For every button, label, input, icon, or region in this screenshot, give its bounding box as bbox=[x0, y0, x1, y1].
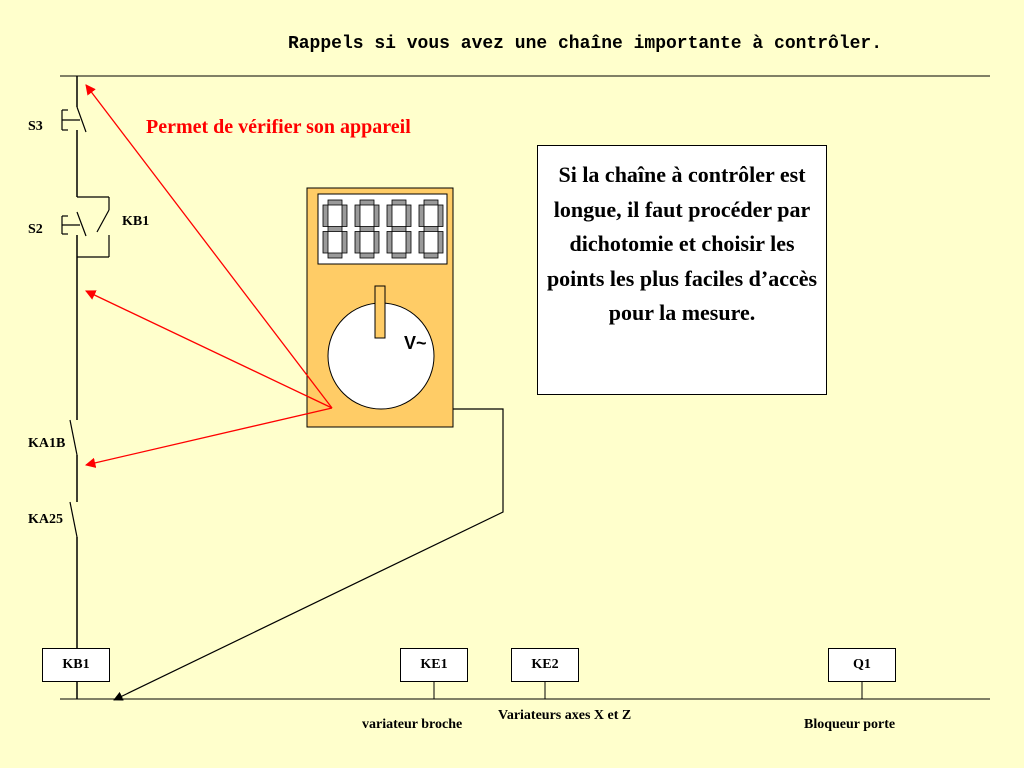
display-segment bbox=[386, 204, 393, 227]
display-segment bbox=[386, 231, 393, 254]
multimeter bbox=[306, 187, 454, 428]
coil-ke2: KE2 bbox=[511, 648, 579, 682]
ka-contacts-symbol bbox=[69, 419, 78, 538]
display-segment bbox=[354, 204, 361, 227]
s3-pushbutton-symbol bbox=[61, 106, 87, 133]
display-segment bbox=[437, 204, 444, 227]
display-segment bbox=[322, 204, 329, 227]
contact-label-s3: S3 bbox=[28, 119, 43, 134]
check-arrows bbox=[84, 84, 333, 468]
display-segment bbox=[359, 199, 375, 206]
display-segment bbox=[418, 204, 425, 227]
multimeter-mode-label: V~ bbox=[404, 333, 427, 353]
dichotomy-note: Si la chaîne à contrôler est longue, il … bbox=[537, 145, 827, 395]
display-segment bbox=[373, 204, 380, 227]
display-segment bbox=[391, 252, 407, 259]
display-segment bbox=[341, 231, 348, 254]
dial-pointer bbox=[374, 285, 386, 339]
caption-variateur-broche: variateur broche bbox=[362, 717, 463, 732]
caption-bloqueur-porte: Bloqueur porte bbox=[804, 717, 896, 732]
display-segment bbox=[354, 231, 361, 254]
display-segment bbox=[327, 226, 343, 232]
display-segment bbox=[322, 231, 329, 254]
display-digits bbox=[322, 199, 444, 259]
coil-kb1: KB1 bbox=[42, 648, 110, 682]
display-segment bbox=[359, 226, 375, 232]
display-segment bbox=[373, 231, 380, 254]
s2-kb1-contacts-symbol bbox=[61, 196, 110, 258]
display-segment bbox=[391, 226, 407, 232]
arrow-to-s2 bbox=[85, 290, 333, 409]
probe-lead bbox=[113, 408, 504, 701]
display-segment bbox=[437, 231, 444, 254]
coil-wires bbox=[433, 682, 863, 699]
display-segment bbox=[423, 226, 439, 232]
coil-q1: Q1 bbox=[828, 648, 896, 682]
display-segment bbox=[359, 252, 375, 259]
display-segment bbox=[327, 252, 343, 259]
caption-variateurs-axes: Variateurs axes X et Z bbox=[498, 708, 632, 723]
display-segment bbox=[327, 199, 343, 206]
display-segment bbox=[423, 199, 439, 206]
display-segment bbox=[405, 231, 412, 254]
contact-label-s2: S2 bbox=[28, 222, 43, 237]
display-segment bbox=[341, 204, 348, 227]
arrow-to-s3 bbox=[85, 84, 333, 409]
contact-label-ka1b: KA1B bbox=[28, 436, 66, 451]
display-segment bbox=[418, 231, 425, 254]
coil-ke1: KE1 bbox=[400, 648, 468, 682]
display-segment bbox=[423, 252, 439, 259]
display-segment bbox=[391, 199, 407, 206]
display-segment bbox=[405, 204, 412, 227]
slide-title: Rappels si vous avez une chaîne importan… bbox=[287, 34, 883, 54]
callout-text: Permet de vérifier son appareil bbox=[146, 116, 411, 138]
contact-label-kb1: KB1 bbox=[122, 214, 150, 229]
contact-label-ka25: KA25 bbox=[28, 512, 63, 527]
arrow-to-ka1b bbox=[84, 407, 333, 468]
